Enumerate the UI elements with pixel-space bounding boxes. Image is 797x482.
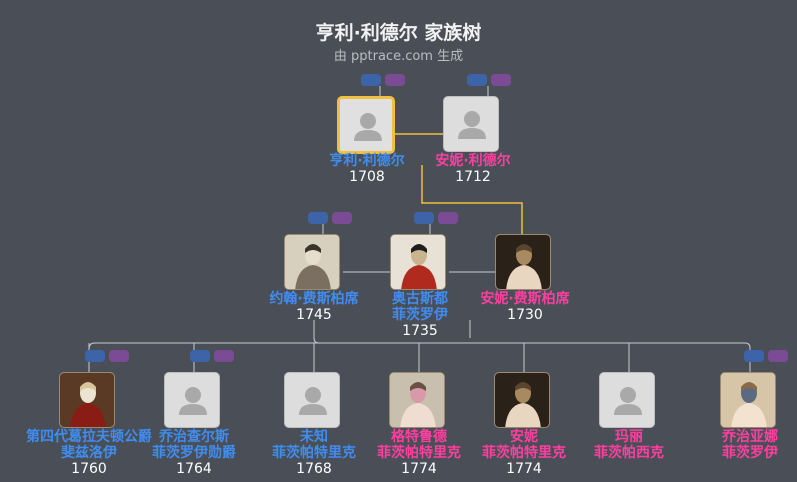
expand-parents-button[interactable] — [361, 74, 381, 86]
person-birth-year: 1774 — [506, 461, 542, 477]
person-name[interactable]: 奥古斯都 菲茨罗伊 — [392, 291, 448, 323]
expand-relatives-button[interactable] — [109, 350, 129, 362]
avatar-placeholder-icon[interactable] — [284, 372, 340, 428]
person-birth-year: 1760 — [71, 461, 107, 477]
person-name[interactable]: 约翰·费斯柏席 — [269, 291, 359, 307]
expand-relatives-button[interactable] — [491, 74, 511, 86]
person-name[interactable]: 亨利·利德尔 — [329, 153, 405, 169]
person-birth-year: 1774 — [401, 461, 437, 477]
person-name[interactable]: 安妮·利德尔 — [435, 153, 511, 169]
expand-parents-button[interactable] — [85, 350, 105, 362]
avatar-placeholder-icon[interactable] — [599, 372, 655, 428]
portrait-photo[interactable] — [59, 372, 115, 428]
person-name[interactable]: 玛丽 菲茨帕西克 — [594, 429, 664, 461]
expand-parents-button[interactable] — [467, 74, 487, 86]
person-name[interactable]: 格特鲁德 菲茨帕特里克 — [377, 429, 461, 461]
person-birth-year: 1764 — [176, 461, 212, 477]
person-birth-year: 1712 — [455, 169, 491, 185]
person-birth-year: 1768 — [296, 461, 332, 477]
person-birth-year: 1730 — [507, 307, 543, 323]
expand-parents-button[interactable] — [308, 212, 328, 224]
avatar-placeholder-icon[interactable] — [164, 372, 220, 428]
expand-relatives-button[interactable] — [385, 74, 405, 86]
avatar-placeholder-icon[interactable] — [443, 96, 499, 152]
person-birth-year: 1708 — [349, 169, 385, 185]
person-name[interactable]: 第四代葛拉夫顿公爵 斐兹洛伊 — [26, 429, 152, 461]
portrait-photo[interactable] — [390, 234, 446, 290]
person-birth-year: 1735 — [402, 323, 438, 339]
expand-parents-button[interactable] — [190, 350, 210, 362]
expand-parents-button[interactable] — [414, 212, 434, 224]
expand-relatives-button[interactable] — [332, 212, 352, 224]
person-birth-year: 1745 — [296, 307, 332, 323]
person-name[interactable]: 乔治亚娜 菲茨罗伊 — [722, 429, 778, 461]
portrait-photo[interactable] — [494, 372, 550, 428]
page-title: 亨利·利德尔 家族树 — [315, 22, 482, 44]
portrait-photo[interactable] — [720, 372, 776, 428]
page-subtitle: 由 pptrace.com 生成 — [333, 49, 464, 64]
portrait-photo[interactable] — [495, 234, 551, 290]
person-name[interactable]: 未知 菲茨帕特里克 — [272, 429, 356, 461]
person-name[interactable]: 乔治查尔斯 菲茨罗伊勋爵 — [152, 429, 236, 461]
portrait-photo[interactable] — [389, 372, 445, 428]
expand-relatives-button[interactable] — [438, 212, 458, 224]
expand-relatives-button[interactable] — [214, 350, 234, 362]
portrait-photo[interactable] — [284, 234, 340, 290]
expand-parents-button[interactable] — [744, 350, 764, 362]
expand-relatives-button[interactable] — [768, 350, 788, 362]
person-name[interactable]: 安妮·费斯柏席 — [480, 291, 570, 307]
avatar-placeholder-icon[interactable] — [337, 96, 395, 154]
person-name[interactable]: 安妮 菲茨帕特里克 — [482, 429, 566, 461]
